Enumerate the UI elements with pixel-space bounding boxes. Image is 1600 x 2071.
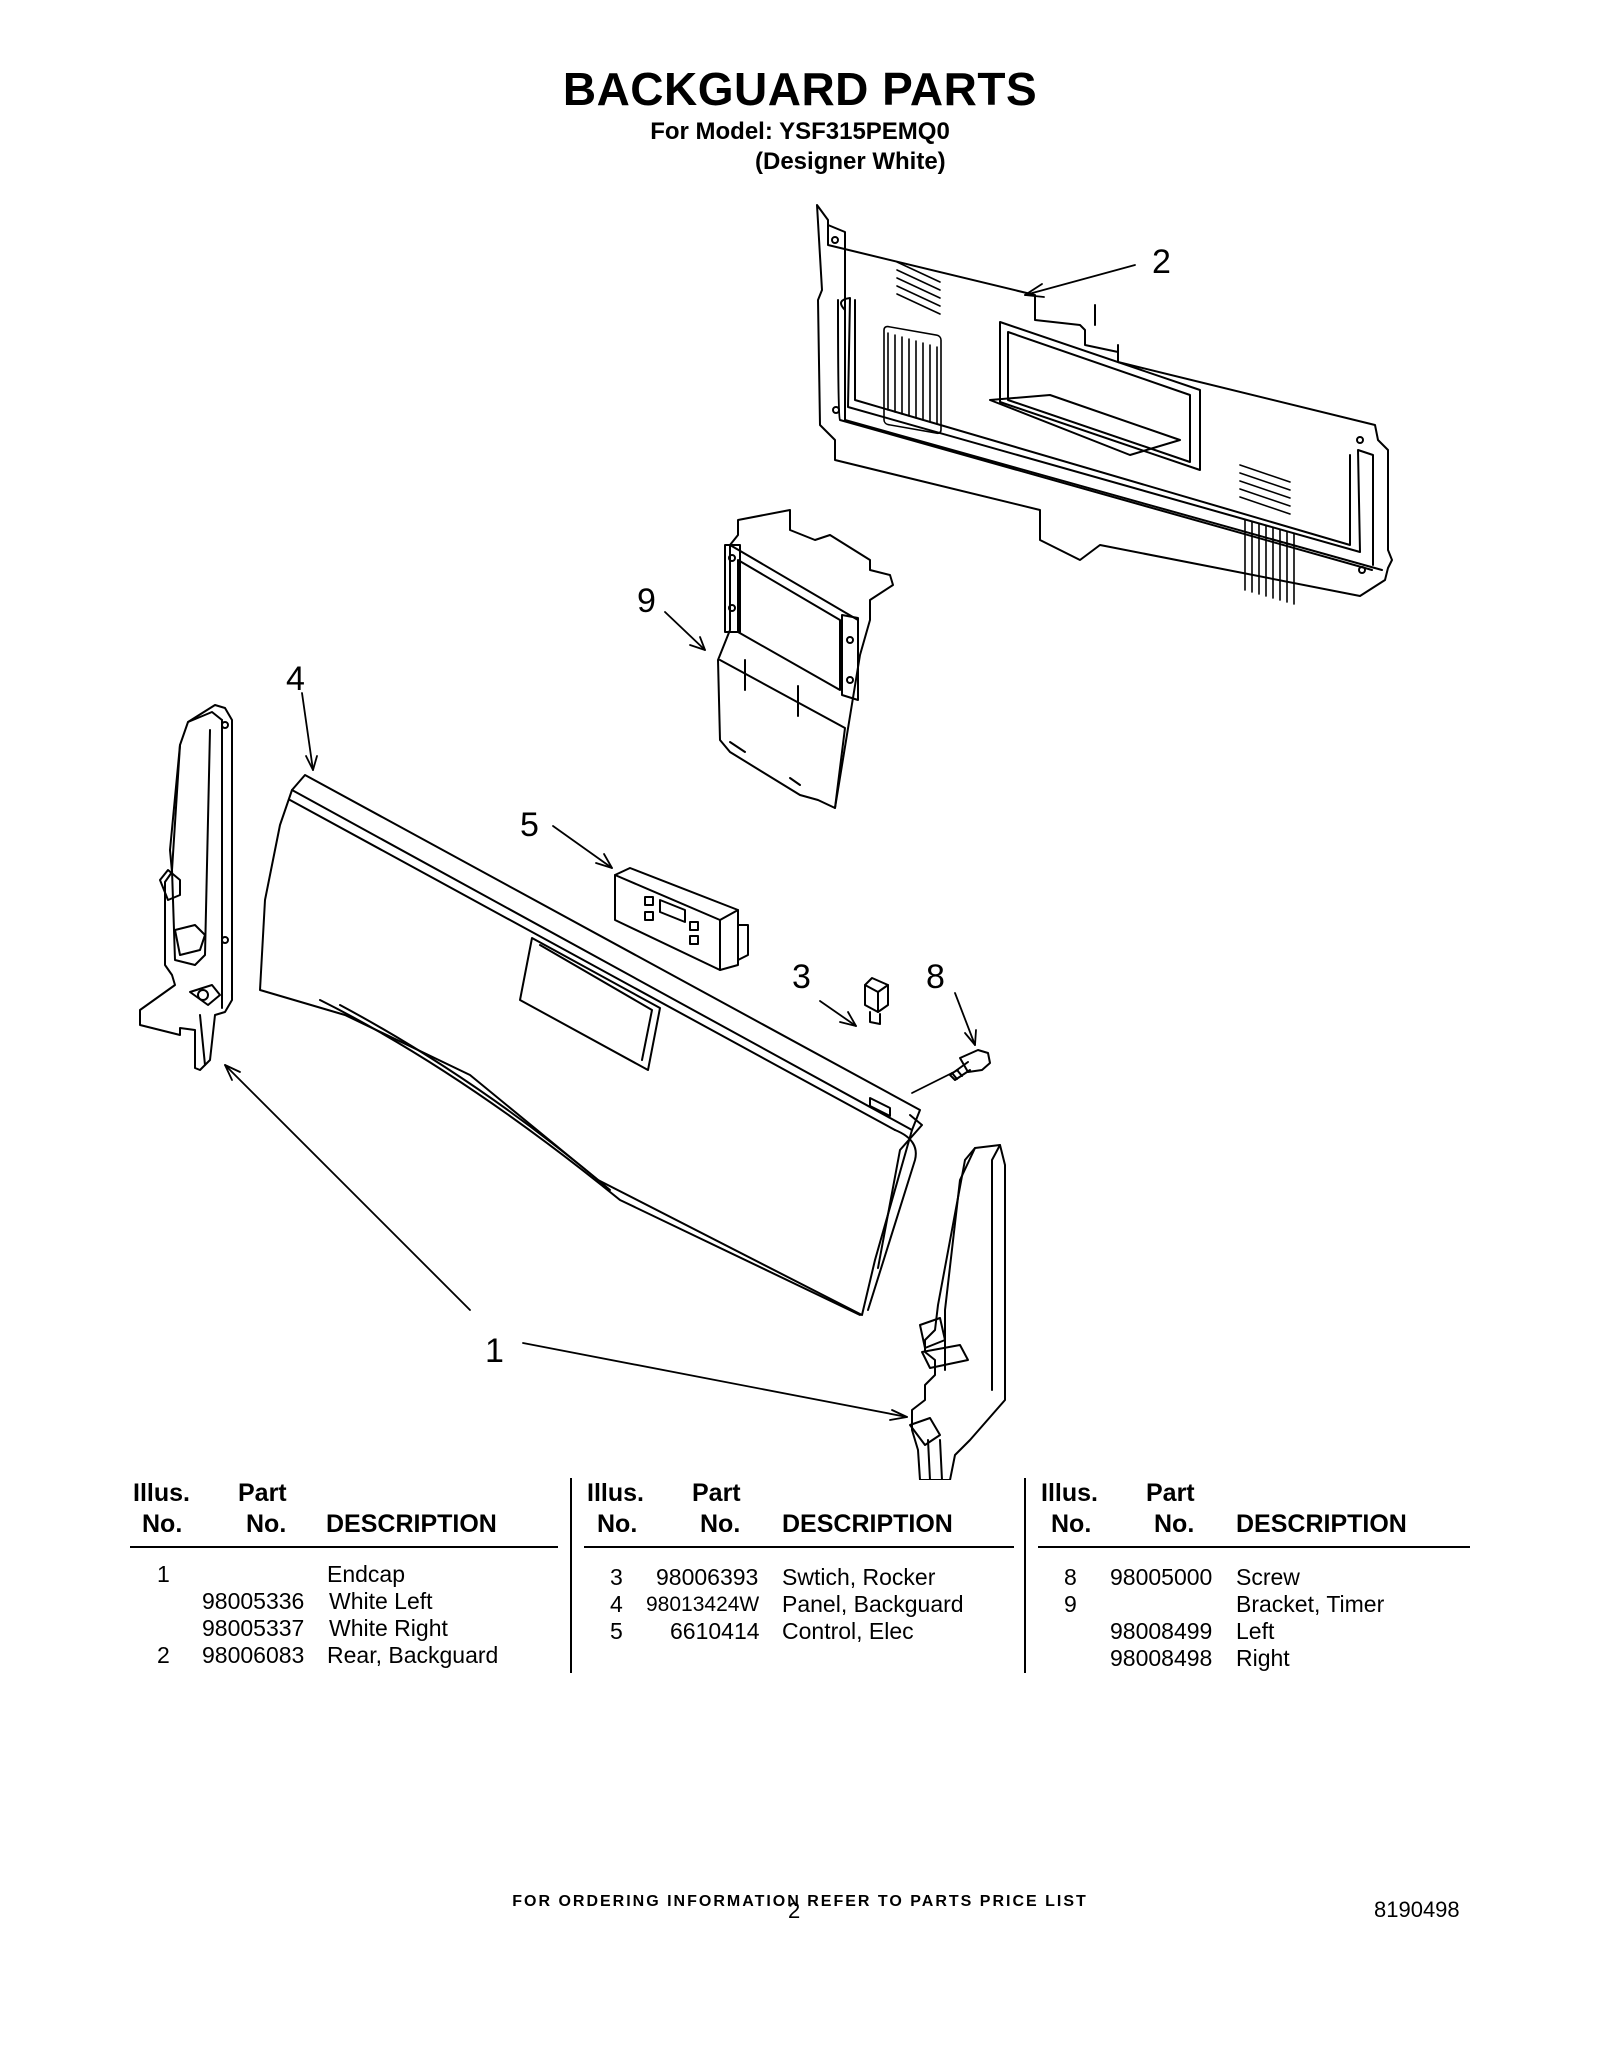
callout-1: 1 xyxy=(485,1332,504,1370)
document-number: 8190498 xyxy=(1374,1897,1460,1922)
timer-bracket-part xyxy=(717,509,894,809)
part-header: Part xyxy=(238,1479,287,1507)
endcap-right-part xyxy=(909,1144,1006,1480)
column-divider xyxy=(1024,1478,1026,1673)
illus-header-no: No. xyxy=(142,1510,183,1538)
header-rule xyxy=(584,1546,1014,1548)
description: Right xyxy=(1236,1645,1290,1671)
description-header: DESCRIPTION xyxy=(1236,1510,1407,1538)
ordering-note: FOR ORDERING INFORMATION REFER TO PARTS … xyxy=(512,1893,1088,1910)
description-header: DESCRIPTION xyxy=(782,1510,953,1538)
page-number: 2 xyxy=(788,1898,801,1923)
description: Screw xyxy=(1236,1564,1300,1590)
part-no: 6610414 xyxy=(670,1618,760,1644)
callout-5: 5 xyxy=(520,806,539,844)
part-no: 98013424W xyxy=(646,1593,760,1616)
description: Swtich, Rocker xyxy=(782,1564,936,1590)
screw-part xyxy=(949,1049,991,1081)
illus-no: 9 xyxy=(1064,1591,1077,1617)
part-header-no: No. xyxy=(246,1510,287,1538)
part-header-no: No. xyxy=(700,1510,741,1538)
description: Left xyxy=(1236,1618,1275,1644)
illus-no: 2 xyxy=(157,1642,170,1668)
part-no: 98005337 xyxy=(202,1615,305,1641)
callout-8: 8 xyxy=(926,958,945,996)
part-no: 98008499 xyxy=(1110,1618,1213,1644)
callout-3: 3 xyxy=(792,958,811,996)
description: White Right xyxy=(329,1615,448,1641)
exploded-parts-diagram: 2 9 4 5 3 8 1 xyxy=(139,204,1393,1480)
electronic-control-part xyxy=(614,867,749,971)
description: Rear, Backguard xyxy=(327,1642,499,1668)
illus-header-no: No. xyxy=(597,1510,638,1538)
rear-backguard-part xyxy=(816,204,1393,605)
illus-header-no: No. xyxy=(1051,1510,1092,1538)
callout-9: 9 xyxy=(637,582,656,620)
description: Control, Elec xyxy=(782,1618,914,1644)
part-no: 98005336 xyxy=(202,1588,305,1614)
description: Endcap xyxy=(327,1561,406,1587)
leader-lines xyxy=(224,264,1136,1421)
part-no: 98006393 xyxy=(656,1564,759,1590)
part-no: 98006083 xyxy=(202,1642,305,1668)
part-header: Part xyxy=(692,1479,741,1507)
column-divider xyxy=(570,1478,572,1673)
illus-no: 4 xyxy=(610,1591,623,1617)
illus-header: Illus. xyxy=(587,1479,644,1507)
endcap-left-part xyxy=(139,704,233,1071)
page-title: BACKGUARD PARTS xyxy=(562,63,1038,115)
illus-header: Illus. xyxy=(133,1479,190,1507)
header-rule xyxy=(1038,1546,1470,1548)
part-header-no: No. xyxy=(1154,1510,1195,1538)
callout-2: 2 xyxy=(1152,243,1171,281)
illus-no: 3 xyxy=(610,1564,623,1590)
model-line: For Model: YSF315PEMQ0 xyxy=(650,118,950,145)
header-rule xyxy=(130,1546,558,1548)
illus-no: 1 xyxy=(157,1561,170,1587)
illus-no: 5 xyxy=(610,1618,623,1644)
part-no: 98005000 xyxy=(1110,1564,1213,1590)
illus-no: 8 xyxy=(1064,1564,1077,1590)
part-no: 98008498 xyxy=(1110,1645,1213,1671)
description: Panel, Backguard xyxy=(782,1591,964,1617)
description-header: DESCRIPTION xyxy=(326,1510,497,1538)
backguard-panel-part xyxy=(259,774,923,1316)
description: White Left xyxy=(329,1588,433,1614)
rocker-switch-part xyxy=(864,977,889,1025)
illus-header: Illus. xyxy=(1041,1479,1098,1507)
part-header: Part xyxy=(1146,1479,1195,1507)
color-line: (Designer White) xyxy=(755,148,946,175)
callout-4: 4 xyxy=(286,660,305,698)
description: Bracket, Timer xyxy=(1236,1591,1385,1617)
